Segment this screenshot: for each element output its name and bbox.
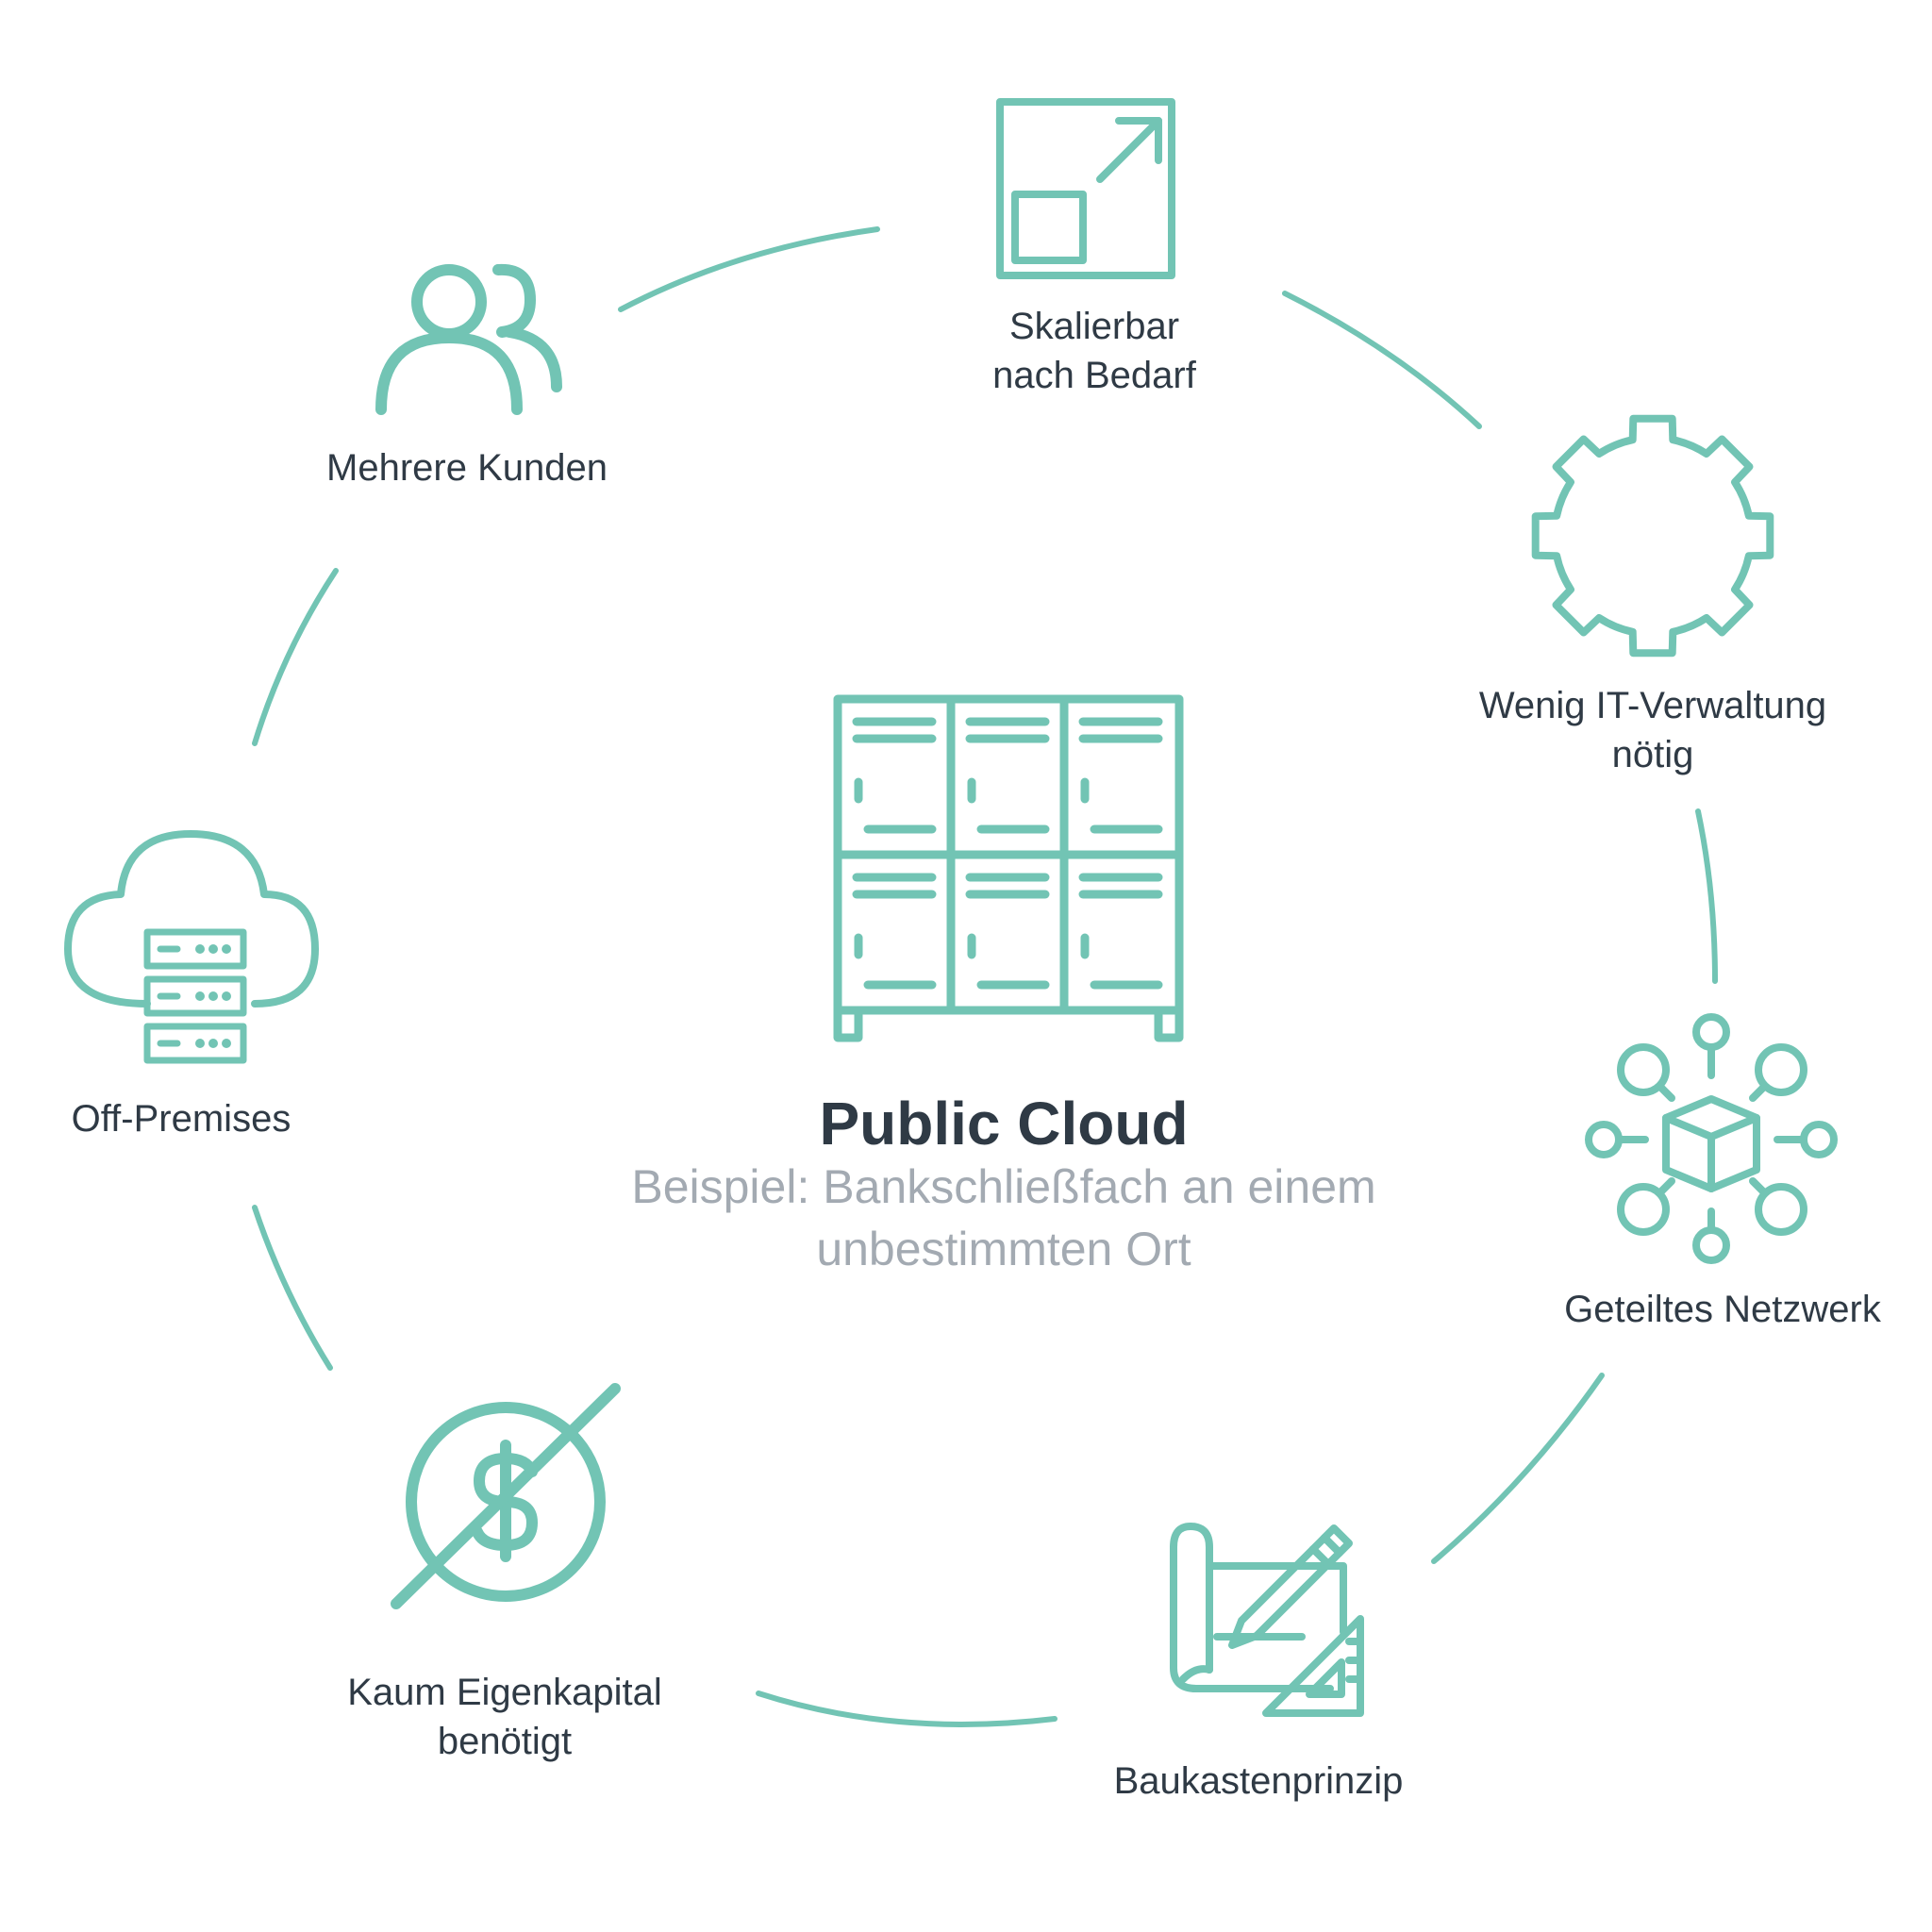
node-label-skalierbar: Skalierbar nach Bedarf [992, 302, 1196, 400]
page-title: Public Cloud [819, 1090, 1189, 1158]
node-label-line: Mehrere Kunden [326, 447, 608, 489]
node-label-line: Geteiltes Netzwerk [1564, 1289, 1881, 1330]
gear-icon [1531, 414, 1774, 658]
node-label-line: nach Bedarf [992, 355, 1196, 396]
node-label-line: Baukastenprinzip [1113, 1760, 1404, 1802]
ring-arcs [252, 226, 1718, 1727]
node-label-line: Wenig IT-Verwaltung [1478, 685, 1827, 726]
node-label-line: benötigt [437, 1721, 573, 1762]
center-subtitle-line2: unbestimmten Ort [816, 1223, 1191, 1275]
node-label-kunden: Mehrere Kunden [326, 443, 608, 492]
node-label-line: Kaum Eigenkapital [347, 1672, 662, 1713]
node-label-line: Skalierbar [1008, 306, 1180, 347]
center-subtitle: Beispiel: Bankschließfach an einem unbes… [631, 1156, 1375, 1280]
ring-arc-netzwerk-baukasten [1431, 1373, 1605, 1564]
scale-expand-icon [996, 98, 1175, 279]
no-money-icon [391, 1383, 621, 1609]
ring-arc-baukasten-eigenkapital [756, 1690, 1058, 1727]
users-icon [375, 263, 562, 415]
blueprint-icon [1170, 1523, 1364, 1717]
center-subtitle-line1: Beispiel: Bankschließfach an einem [631, 1160, 1376, 1213]
node-label-line: Off-Premises [71, 1098, 291, 1140]
cloud-server-icon [64, 830, 319, 1064]
node-label-it-verwaltung: Wenig IT-Verwaltung nötig [1479, 681, 1826, 779]
lockers-icon [833, 694, 1184, 1042]
ring-arc-skalierbar-gear [1282, 291, 1482, 429]
ring-arc-eigenkapital-offpremises [252, 1205, 333, 1371]
ring-arc-kunden-skalierbar [618, 226, 880, 312]
node-label-off-premises: Off-Premises [72, 1094, 291, 1143]
node-label-baukasten: Baukastenprinzip [1114, 1757, 1404, 1806]
node-label-netzwerk: Geteiltes Netzwerk [1564, 1285, 1881, 1334]
ring-arc-gear-netzwerk [1695, 808, 1718, 984]
node-label-eigenkapital: Kaum Eigenkapital benötigt [347, 1668, 662, 1766]
ring-arc-offpremises-kunden [252, 568, 339, 746]
network-icon [1585, 1013, 1838, 1264]
node-label-line: nötig [1611, 734, 1694, 775]
